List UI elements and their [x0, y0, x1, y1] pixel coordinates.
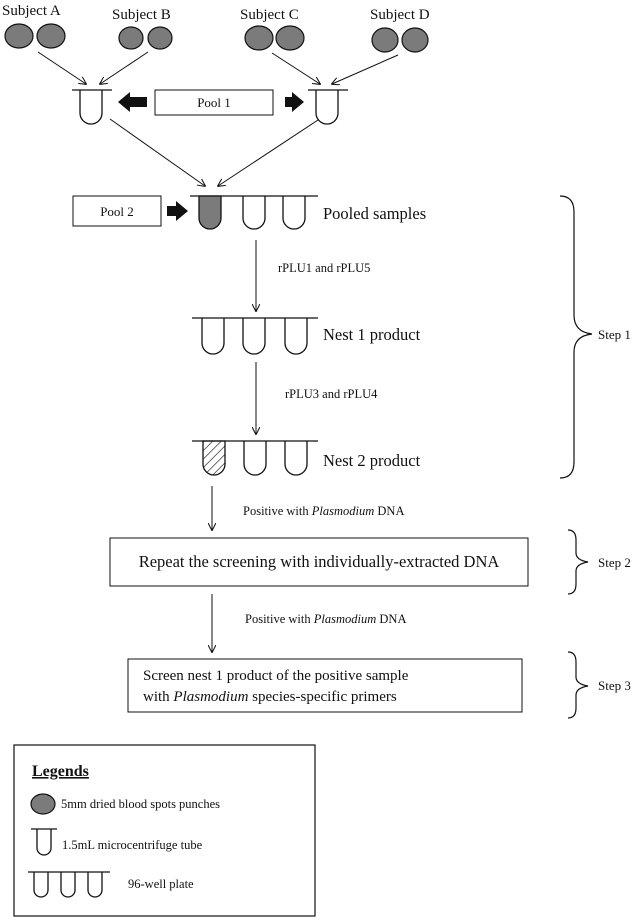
dbs-punch-icon: [4, 23, 34, 49]
arrow-a-to-tube: [37, 51, 86, 84]
well-icon: [284, 318, 308, 355]
pool2-box: [72, 195, 162, 227]
block-arrow-left-icon: [118, 92, 147, 112]
legend-item-plate: 96-well plate: [128, 877, 194, 891]
dbs-punch-icon: [30, 793, 56, 815]
block-arrow-right-icon: [167, 201, 188, 221]
pooled-samples-plate: [190, 195, 318, 230]
nest1-label: Nest 1 product: [323, 325, 421, 344]
pooled-samples-label: Pooled samples: [323, 204, 426, 223]
dbs-punch-icon: [401, 27, 429, 53]
primers-2-label: rPLU3 and rPLU4: [285, 387, 378, 401]
dbs-punch-icon: [371, 27, 399, 53]
step2-brace: [567, 529, 589, 595]
dbs-punch-icon: [118, 26, 144, 50]
pooled-well-icon: [198, 195, 222, 230]
well-icon: [201, 318, 225, 355]
step3-box-line2: with Plasmodium species-specific primers: [143, 689, 397, 705]
dbs-punch-icon: [147, 26, 173, 50]
step3-box: [127, 658, 523, 713]
arrow-b-to-tube: [100, 51, 149, 84]
pool1-box: [154, 89, 274, 116]
pool1-tube-right: [308, 89, 348, 125]
positive-label-1: Positive with Plasmodium DNA: [243, 504, 404, 518]
pool1-tube-left: [72, 89, 112, 125]
subject-c-label: Subject C: [240, 7, 299, 23]
nest2-label: Nest 2 product: [323, 451, 421, 470]
dbs-punch-icon: [275, 25, 305, 51]
step3-box-line1: Screen nest 1 product of the positive sa…: [143, 668, 409, 684]
nest2-plate: [192, 440, 318, 476]
nest1-plate: [192, 317, 318, 355]
step2-box-text: Repeat the screening with individually-e…: [139, 552, 500, 571]
subject-c-spots: [244, 25, 305, 51]
subject-a-label: Subject A: [2, 3, 61, 19]
well-icon: [284, 441, 308, 476]
arrow-c-to-tube: [271, 52, 320, 84]
subject-a-spots: [4, 23, 66, 49]
plate-icon: [28, 871, 110, 898]
subject-b-spots: [118, 26, 173, 50]
legend-title: Legends: [32, 763, 89, 780]
legend-box: [13, 744, 316, 917]
step1-label: Step 1: [598, 327, 631, 342]
microcentrifuge-tube-icon: [315, 90, 339, 125]
block-arrow-right-icon: [285, 92, 304, 112]
step3-brace: [567, 651, 589, 719]
microcentrifuge-tube-icon: [36, 829, 52, 856]
subject-d-label: Subject D: [370, 7, 430, 23]
microcentrifuge-tube-icon: [79, 90, 103, 125]
step2-label: Step 2: [598, 555, 631, 570]
positive-well-icon: [202, 440, 226, 476]
well-icon: [243, 441, 267, 476]
subject-d-spots: [371, 27, 429, 53]
arrow-left-tube-to-plate: [109, 118, 205, 186]
well-icon: [242, 318, 266, 355]
subject-b-label: Subject B: [112, 7, 171, 23]
legend-item-tube: 1.5mL microcentrifuge tube: [62, 838, 203, 852]
step3-label: Step 3: [598, 678, 631, 693]
pool2-label: Pool 2: [100, 204, 134, 219]
dbs-punch-icon: [36, 23, 66, 49]
pool1-label: Pool 1: [197, 95, 231, 110]
step2-box: [109, 537, 529, 587]
well-icon: [242, 196, 266, 230]
legend-item-dbs: 5mm dried blood spots punches: [61, 797, 220, 811]
primers-1-label: rPLU1 and rPLU5: [278, 261, 370, 275]
step1-brace: [559, 195, 593, 479]
legend: Legends 5mm dried blood spots punches 1.…: [13, 744, 316, 917]
arrow-right-tube-to-plate: [218, 119, 319, 186]
well-icon: [282, 196, 306, 230]
positive-label-2: Positive with Plasmodium DNA: [245, 612, 406, 626]
dbs-punch-icon: [244, 25, 274, 51]
arrow-d-to-tube: [332, 54, 399, 84]
